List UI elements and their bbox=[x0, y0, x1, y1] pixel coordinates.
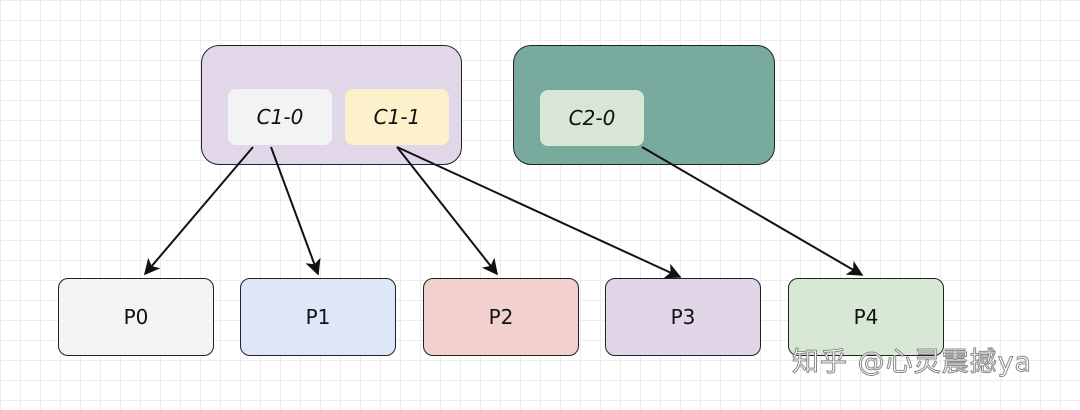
arrow-c2-0-to-p4 bbox=[641, 146, 864, 276]
arrow-c1-1-to-p2 bbox=[396, 146, 498, 276]
partition-p0-label: P0 bbox=[123, 305, 149, 329]
partition-p3: P3 bbox=[605, 278, 761, 356]
consumer-c2-0: C2-0 bbox=[540, 90, 644, 146]
partition-p2-label: P2 bbox=[488, 305, 514, 329]
arrow-c1-0-to-p0 bbox=[143, 146, 254, 276]
partition-p4-label: P4 bbox=[853, 305, 879, 329]
partition-p4: P4 bbox=[788, 278, 944, 356]
partition-p3-label: P3 bbox=[670, 305, 696, 329]
consumer-c1-1: C1-1 bbox=[345, 89, 449, 145]
consumer-c1-0-label: C1-0 bbox=[256, 105, 304, 129]
arrow-c1-1-to-p3 bbox=[396, 146, 682, 279]
consumer-c1-1-label: C1-1 bbox=[373, 105, 421, 129]
watermark-text: 知乎 @心灵震撼ya bbox=[791, 347, 1033, 379]
partition-p1: P1 bbox=[240, 278, 396, 356]
consumer-c2-0-label: C2-0 bbox=[568, 106, 616, 130]
consumer-c1-0: C1-0 bbox=[228, 89, 332, 145]
arrow-c1-0-to-p1 bbox=[270, 146, 321, 276]
partition-p2: P2 bbox=[423, 278, 579, 356]
partition-p0: P0 bbox=[58, 278, 214, 356]
partition-p1-label: P1 bbox=[305, 305, 331, 329]
